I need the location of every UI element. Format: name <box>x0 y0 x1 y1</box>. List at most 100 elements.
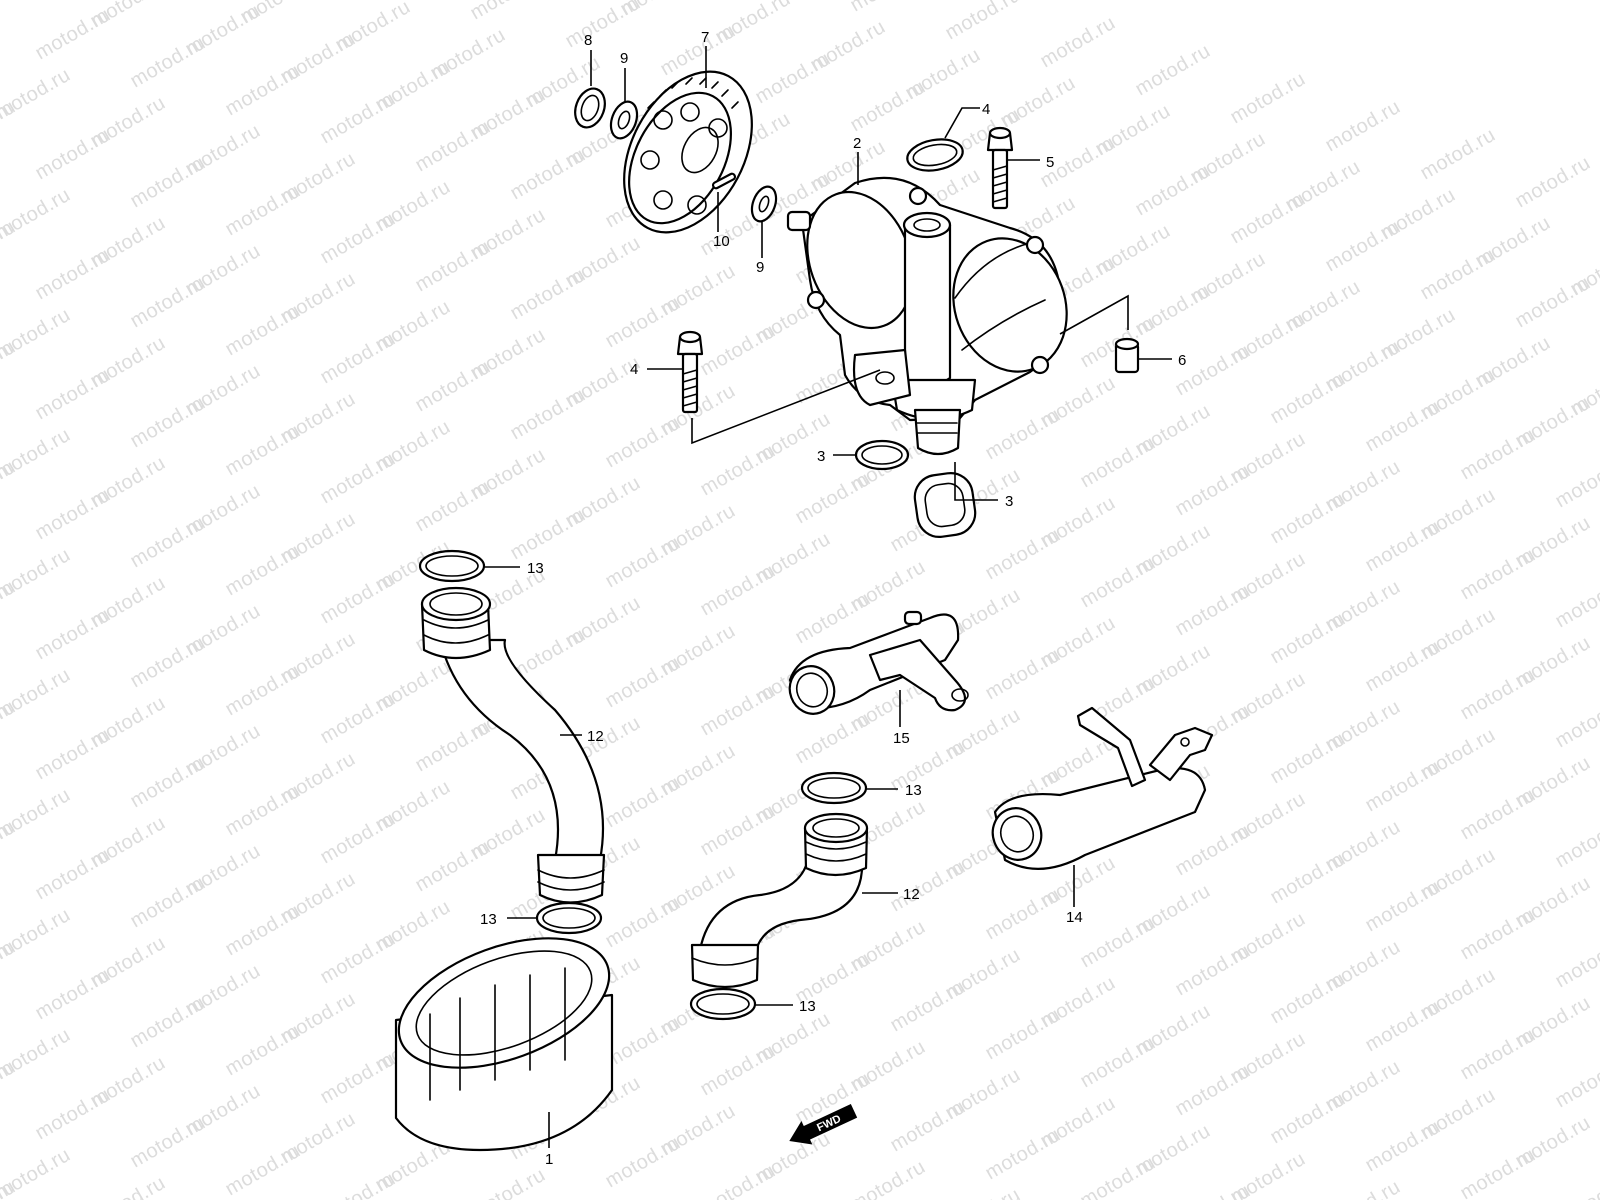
watermark-text: motod.ru <box>1362 876 1445 937</box>
watermark-text: motod.ru <box>752 48 835 109</box>
watermark-text: motod.ru <box>1417 124 1500 185</box>
watermark-text: motod.ru <box>697 1160 780 1200</box>
watermark-text: motod.ru <box>942 1184 1025 1200</box>
watermark-text: motod.ru <box>507 504 590 565</box>
watermark-text: motod.ru <box>1552 572 1600 633</box>
watermark-text: motod.ru <box>1552 932 1600 993</box>
watermark-text: motod.ru <box>1512 152 1595 213</box>
watermark-text: motod.ru <box>32 964 115 1025</box>
watermark-text: motod.ru <box>317 808 400 869</box>
watermark-text: motod.ru <box>697 1040 780 1101</box>
watermark-text: motod.ru <box>657 20 740 81</box>
watermark-text: motod.ru <box>847 76 930 137</box>
watermark-text: motod.ru <box>317 1048 400 1109</box>
oil-filter <box>394 937 614 1152</box>
watermark-text: motod.ru <box>127 392 210 453</box>
callout-7: 6 <box>1178 352 1186 369</box>
watermark-text: motod.ru <box>1227 68 1310 129</box>
watermark-text: motod.ru <box>602 412 685 473</box>
watermark-text: motod.ru <box>1172 820 1255 881</box>
watermark-text: motod.ru <box>602 892 685 953</box>
watermark-text: motod.ru <box>32 604 115 665</box>
watermark-text: motod.ru <box>982 404 1065 465</box>
callout-12-right: 12 <box>903 886 920 903</box>
watermark-text: motod.ru <box>127 1112 210 1173</box>
watermark-text: motod.ru <box>127 872 210 933</box>
bolt-left <box>676 330 704 414</box>
watermark-text: motod.ru <box>1227 188 1310 249</box>
watermark-text: motod.ru <box>982 1124 1065 1185</box>
oil-strainer <box>788 610 969 715</box>
callout-13-top-right: 13 <box>905 782 922 799</box>
watermark-text: motod.ru <box>1267 368 1350 429</box>
watermark-text: motod.ru <box>1172 580 1255 641</box>
watermark-text: motod.ru <box>1267 1088 1350 1149</box>
watermark-text: motod.ru <box>1322 96 1405 157</box>
watermark-text: motod.ru <box>127 632 210 693</box>
watermark-text: motod.ru <box>317 688 400 749</box>
watermark-text: motod.ru <box>1552 1052 1600 1113</box>
washer-upper <box>609 100 639 140</box>
watermark-text: motod.ru <box>317 568 400 629</box>
watermark-text: motod.ru <box>0 0 19 36</box>
watermark-text: motod.ru <box>792 468 875 529</box>
watermark-text: motod.ru <box>507 264 590 325</box>
watermark-text: motod.ru <box>602 1012 685 1073</box>
watermark-text: motod.ru <box>1077 432 1160 493</box>
gasket <box>913 472 977 538</box>
watermark-text: motod.ru <box>697 320 780 381</box>
watermark-text: motod.ru <box>982 644 1065 705</box>
callout-10: 10 <box>713 233 730 250</box>
watermark-text: motod.ru <box>792 588 875 649</box>
o-ring-lower <box>854 439 910 471</box>
watermark-text: motod.ru <box>697 680 780 741</box>
watermark-text: motod.ru <box>1267 968 1350 1029</box>
oil-strainer-alt <box>991 706 1214 870</box>
pin <box>711 172 737 190</box>
watermark-text: motod.ru <box>697 440 780 501</box>
watermark-text: motod.ru <box>222 1140 305 1200</box>
watermark-text: motod.ru <box>1512 272 1595 333</box>
watermark-text: motod.ru <box>847 1156 930 1200</box>
watermark-text: motod.ru <box>222 60 305 121</box>
watermark-text: motod.ru <box>412 236 495 297</box>
watermark-text: motod.ru <box>1457 1144 1540 1200</box>
watermark-text: motod.ru <box>1267 488 1350 549</box>
callout-9-lower: 9 <box>756 259 764 276</box>
watermark-text: motod.ru <box>1077 1152 1160 1200</box>
watermark-text: motod.ru <box>602 652 685 713</box>
watermark-text: motod.ru <box>222 780 305 841</box>
watermark-text: motod.ru <box>222 660 305 721</box>
watermark-text: motod.ru <box>127 512 210 573</box>
watermark-text: motod.ru <box>317 448 400 509</box>
alignment-line-right <box>1059 294 1129 335</box>
watermark-text: motod.ru <box>1267 608 1350 669</box>
callout-5: 4 <box>630 361 638 378</box>
watermark-text: motod.ru <box>507 144 590 205</box>
watermark-text: motod.ru <box>1552 812 1600 873</box>
watermark-text: motod.ru <box>887 856 970 917</box>
bolt-upper <box>986 126 1014 210</box>
watermark-text: motod.ru <box>87 1172 170 1200</box>
watermark-text: motod.ru <box>982 524 1065 585</box>
callout-labels: 8 9 7 10 9 2 4 5 4 6 3 3 13 12 13 13 12 … <box>480 29 1186 1168</box>
watermark-text: motod.ru <box>127 272 210 333</box>
watermark-text: motod.ru <box>507 384 590 445</box>
watermark-text: motod.ru <box>1132 40 1215 101</box>
watermark-text: motod.ru <box>32 1084 115 1145</box>
callout-11: 8 <box>584 32 592 49</box>
watermark-text: motod.ru <box>1077 1032 1160 1093</box>
watermark-text: motod.ru <box>847 0 930 16</box>
watermark-text: motod.ru <box>127 752 210 813</box>
callout-13-bottom-left: 13 <box>480 911 497 928</box>
callout-13-top-left: 13 <box>527 560 544 577</box>
callout-2: 2 <box>853 135 861 152</box>
watermark-text: motod.ru <box>602 292 685 353</box>
oil-pipe-right <box>690 812 869 989</box>
watermark-text: motod.ru <box>317 208 400 269</box>
callout-8: 7 <box>701 29 709 46</box>
watermark-text: motod.ru <box>1362 396 1445 457</box>
watermark-text: motod.ru <box>1322 216 1405 277</box>
watermark-text: motod.ru <box>1267 728 1350 789</box>
o-ring-pipe-right-top <box>800 771 868 805</box>
